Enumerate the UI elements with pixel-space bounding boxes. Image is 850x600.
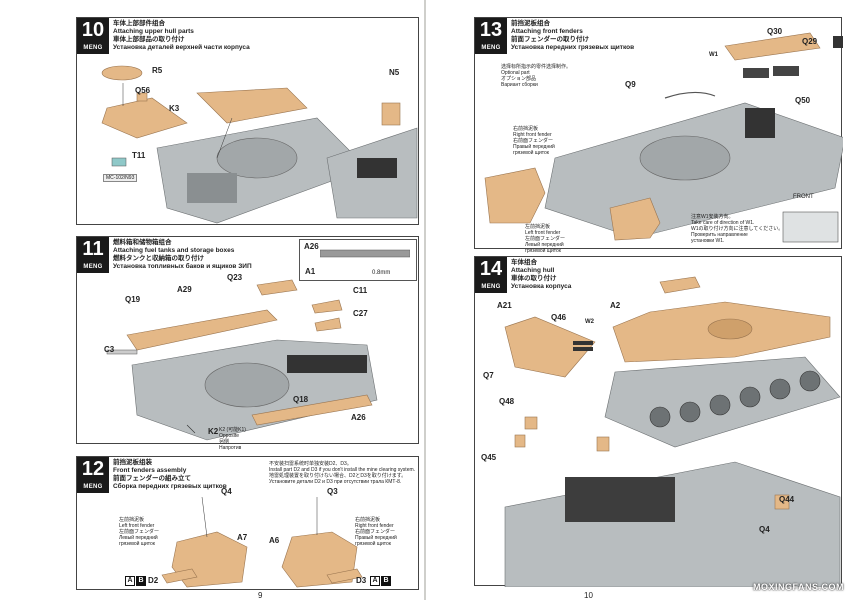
part-label: Q48 <box>499 397 515 406</box>
w1-direction-note: 注意W1安装方向。 Take care of direction of W1. … <box>691 214 784 244</box>
part-label: W1 <box>709 52 718 58</box>
part-label: C11 <box>353 286 368 295</box>
part-label: C3 <box>104 345 115 354</box>
step-10-title: 车体上部部件组合 Attaching upper hull parts 車体上部… <box>113 20 250 51</box>
step-10-illustration <box>101 65 418 224</box>
option-badge-a: A <box>125 576 135 586</box>
part-label: A2 <box>610 301 621 310</box>
option-badge-b: B <box>136 576 146 586</box>
part-label: Q7 <box>483 371 494 380</box>
part-label: D2 <box>148 576 159 585</box>
part-label: A21 <box>497 301 512 310</box>
page-number-right: 10 <box>584 591 593 600</box>
option-badge-a: A <box>370 576 380 586</box>
part-label: Q46 <box>551 313 567 322</box>
detail-dimension: 0.8mm <box>372 270 391 276</box>
step-13-illustration <box>484 32 843 243</box>
front-label: FRONT <box>793 194 814 200</box>
part-label: Q50 <box>795 96 811 105</box>
part-label: N5 <box>389 68 400 77</box>
part-label: Q23 <box>227 273 243 282</box>
optional-part-note: 选择标所指示的零件选择制作。 Optional part オプション部品 Вар… <box>501 64 572 88</box>
part-label: Q4 <box>759 525 770 534</box>
part-label: A26 <box>351 413 366 422</box>
k2-note: K2 (可能K1) Opposite 另侧 Напротив <box>219 427 246 451</box>
part-label: Q45 <box>481 453 497 462</box>
step-13-title: 前挡泥板组合 Attaching front fenders 前面フェンダーの取… <box>511 20 635 51</box>
page-number-left: 9 <box>258 591 263 600</box>
part-label: Q3 <box>327 487 338 496</box>
part-label: T11 <box>132 151 146 160</box>
part-label: Q44 <box>779 495 795 504</box>
step-14-title: 车体组合 Attaching hull 車体の取り付け Установка ко… <box>511 259 572 290</box>
part-label: Q29 <box>802 37 818 46</box>
watermark: MOXINGFANS.COM <box>752 582 844 592</box>
part-label: K2 <box>208 427 219 436</box>
option-badge-b: B <box>381 576 391 586</box>
part-label: A6 <box>269 536 280 545</box>
step-12-title: 前挡泥板组装 Front fenders assembly 前面フェンダーの組み… <box>113 459 227 490</box>
left-fender-label: 左前挡泥板 Left front fender 左前面フェンダー Левый п… <box>525 224 566 254</box>
part-label: C27 <box>353 309 368 318</box>
part-label: A29 <box>177 285 192 294</box>
step-11-title: 燃料箱和储物箱组合 Attaching fuel tanks and stora… <box>113 239 252 270</box>
part-label: W2 <box>585 319 594 325</box>
right-fender-label: 右前挡泥板 Right front fender 右前面フェンダー Правый… <box>513 126 555 156</box>
part-label: Q19 <box>125 295 141 304</box>
part-label: Q56 <box>135 86 151 95</box>
part-label: R5 <box>152 66 163 75</box>
part-label: Q9 <box>625 80 636 89</box>
part-label: K3 <box>169 104 180 113</box>
detail-label: A26 <box>304 242 319 251</box>
step-14-illustration <box>504 276 841 587</box>
detail-box: A26 0.8mm <box>299 239 417 281</box>
mine-clearing-note: 不安装扫雷系统时单独安装D2、D3。 Install part D2 and D… <box>269 461 416 485</box>
left-fender-label: 左前挡泥板 Left front fender 左前面フェンダー Левый п… <box>119 517 160 547</box>
paint-code: MC-102/N93 <box>103 174 138 182</box>
part-label: D3 <box>356 576 367 585</box>
detail-illustration <box>320 249 410 258</box>
part-label: Q18 <box>293 395 309 404</box>
page-spine <box>424 0 426 600</box>
step-12-illustration <box>161 496 363 588</box>
right-fender-label: 右前挡泥板 Right front fender 右前面フェンダー Правый… <box>355 517 397 547</box>
part-label: A1 <box>305 267 316 276</box>
step-11-illustration <box>106 279 378 441</box>
part-label: Q4 <box>221 487 232 496</box>
part-label: A7 <box>237 533 248 542</box>
part-label: Q30 <box>767 27 783 36</box>
